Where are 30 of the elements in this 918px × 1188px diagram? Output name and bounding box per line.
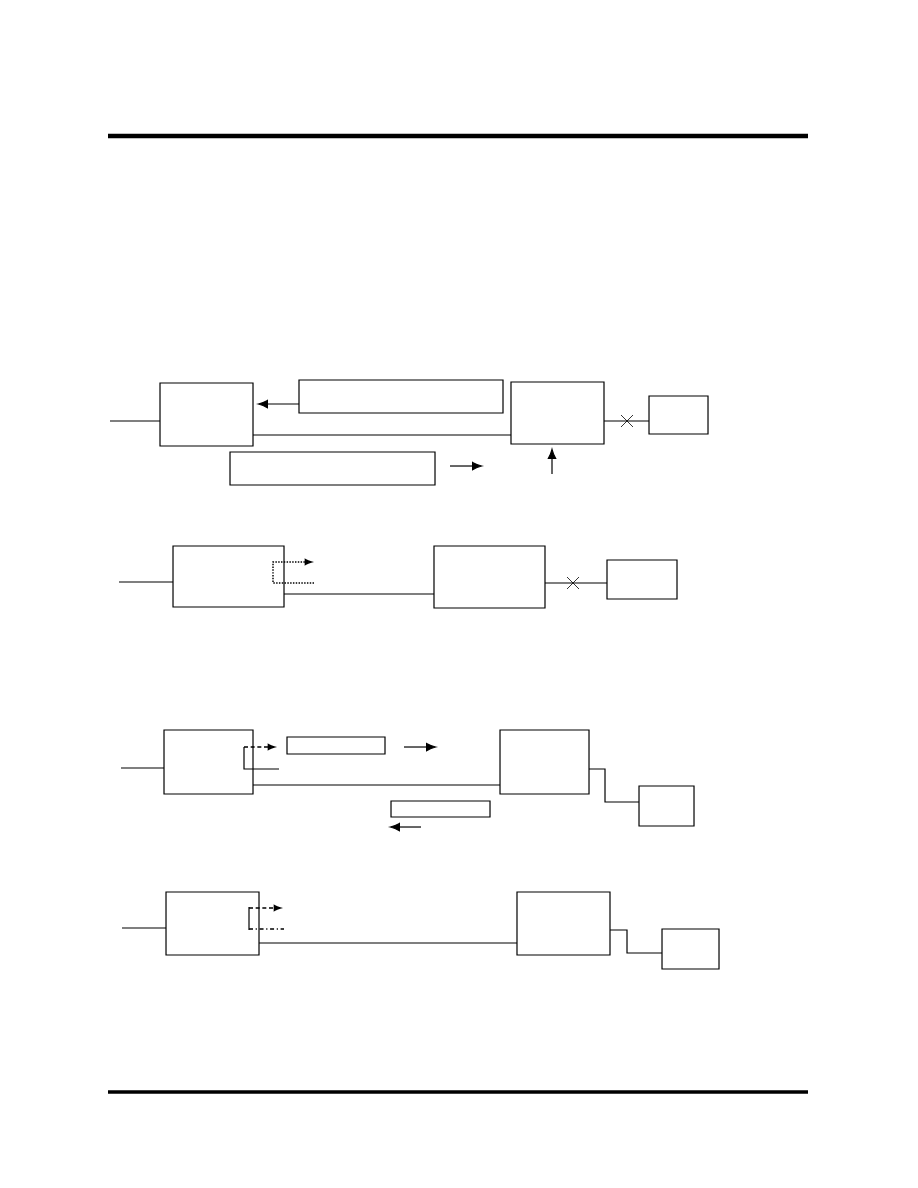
arrow: [257, 399, 300, 409]
block-box: [510, 381, 605, 445]
block-box: [499, 729, 590, 795]
connector-line: [544, 582, 608, 584]
block-box: [638, 785, 695, 827]
block-box: [286, 736, 386, 755]
block-box: [172, 545, 285, 608]
connector-line: [609, 929, 663, 954]
block-box: [661, 928, 720, 970]
block-box: [165, 891, 260, 956]
connector-line: [258, 942, 518, 944]
connector-line: [120, 767, 165, 769]
connector-line: [121, 927, 167, 929]
connector-line: [283, 593, 435, 595]
connector-line: [588, 768, 640, 803]
connector-line: [109, 420, 161, 422]
block-box: [648, 395, 709, 435]
block-box: [229, 451, 436, 486]
connector-line: [252, 784, 501, 786]
block-box: [163, 729, 254, 795]
block-box: [516, 891, 611, 956]
connector-line: [603, 420, 650, 422]
block-box: [159, 382, 254, 447]
block-box: [298, 379, 504, 414]
block-box: [606, 559, 678, 600]
block-box: [390, 800, 491, 818]
arrow: [547, 448, 557, 475]
block-box: [433, 545, 546, 609]
connector-line: [118, 581, 174, 583]
connector-line: [252, 434, 512, 436]
